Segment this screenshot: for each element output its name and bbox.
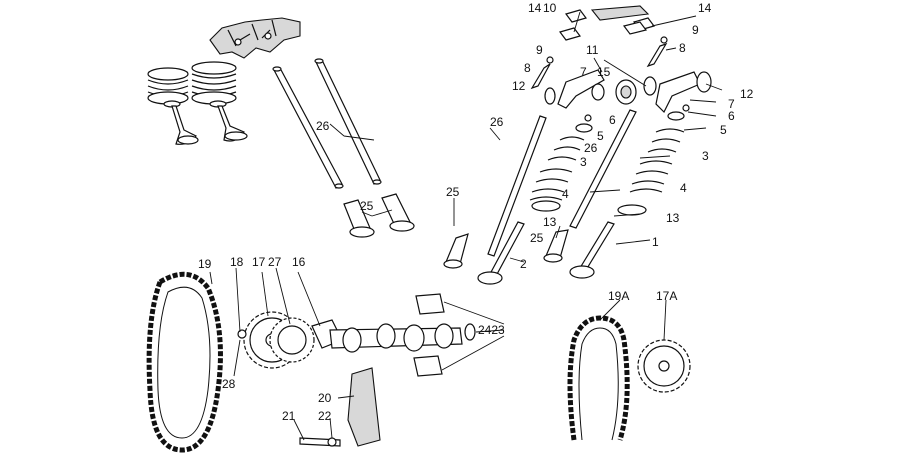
label-22: 22 (318, 409, 332, 423)
camshaft-16 (311, 319, 463, 353)
label-25-left: 25 (446, 185, 460, 199)
label-21: 21 (282, 409, 296, 423)
rocker-arms-right (544, 69, 712, 122)
leader-lines (209, 11, 723, 441)
label-3-right: 3 (702, 149, 709, 163)
label-13-left: 13 (543, 215, 557, 229)
label-28: 28 (222, 377, 236, 391)
tappets-right (443, 229, 569, 269)
valves-right (477, 221, 615, 285)
label-8-right: 8 (679, 41, 686, 55)
label-12-right: 12 (740, 87, 754, 101)
part-labels: 14 10 14 9 9 8 8 11 7 15 12 12 7 6 6 5 5… (198, 1, 754, 423)
label-15: 15 (597, 65, 611, 79)
label-7-left: 7 (580, 65, 587, 79)
timing-chain-19 (146, 271, 223, 453)
push-rods-center (272, 58, 382, 189)
label-25-center: 25 (360, 199, 374, 213)
rocker-shaft-top (558, 5, 656, 41)
label-26-right: 26 (584, 141, 598, 155)
label-25-right: 25 (530, 231, 544, 245)
bearing-shells-24-23 (413, 293, 476, 377)
label-16: 16 (292, 255, 306, 269)
washer-18 (237, 329, 247, 339)
label-17: 17 (252, 255, 266, 269)
sprocket-27 (269, 317, 315, 363)
label-5-left: 5 (597, 129, 604, 143)
label-6-left: 6 (609, 113, 616, 127)
valve-left-a (171, 105, 199, 145)
push-rods-right (487, 109, 637, 257)
label-11: 11 (586, 43, 599, 57)
timing-chain-19a (567, 315, 630, 441)
label-4-left: 4 (562, 187, 569, 201)
label-2: 2 (520, 257, 527, 271)
label-1: 1 (652, 235, 659, 249)
tappets-center (343, 193, 415, 238)
label-26-center: 26 (316, 119, 330, 133)
adjuster-bolts (530, 36, 668, 90)
label-13-right: 13 (666, 211, 680, 225)
valve-spring-left-b (191, 61, 237, 108)
label-14-top: 14 (528, 1, 542, 15)
label-18: 18 (230, 255, 244, 269)
label-9-right: 9 (692, 23, 699, 37)
label-20: 20 (318, 391, 332, 405)
valve-springs-right (529, 111, 685, 216)
label-6-right: 6 (728, 109, 735, 123)
label-7-right: 7 (728, 97, 735, 111)
bolt-21-22 (299, 437, 341, 447)
label-9-left: 9 (536, 43, 543, 57)
label-12-left: 12 (512, 79, 526, 93)
chain-tensioner-20 (347, 367, 381, 447)
label-4-right: 4 (680, 181, 687, 195)
sprocket-17a (637, 339, 691, 393)
rocker-arm-assembly-left (209, 17, 301, 59)
label-14-right: 14 (698, 1, 712, 15)
label-10: 10 (543, 1, 557, 15)
label-2423: 2423 (478, 323, 505, 337)
label-3-left: 3 (580, 155, 587, 169)
label-19a: 19A (608, 289, 629, 303)
label-8-left: 8 (524, 61, 531, 75)
label-5-right: 5 (720, 123, 727, 137)
label-17a: 17A (656, 289, 677, 303)
label-26-left: 26 (490, 115, 504, 129)
valve-left-b (217, 105, 248, 142)
label-19: 19 (198, 257, 212, 271)
label-27: 27 (268, 255, 282, 269)
valve-spring-left-a (147, 67, 189, 108)
